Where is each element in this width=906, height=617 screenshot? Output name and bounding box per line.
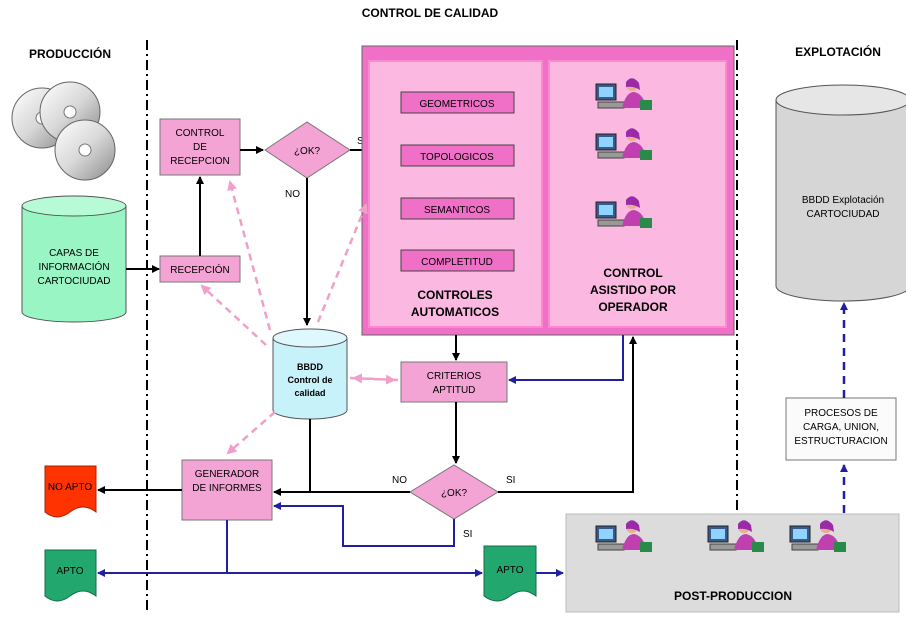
arrow-ok-asistido [498,336,637,493]
ok-decision-bottom: ¿OK? [409,464,499,520]
operator-icon [789,520,846,552]
control-asistido-line-2: ASISTIDO POR [590,283,676,297]
control-recepcion-line-2: DE [193,142,207,153]
criterios-line-1: CRITERIOS [427,371,482,382]
recepcion-label: RECEPCIÓN [170,263,229,276]
completitud-label: COMPLETITUD [421,257,493,268]
completitud-box: COMPLETITUD [400,249,515,272]
no-bottom-label: NO [392,475,407,486]
bbdd-control-calidad-database: BBDD Control de calidad [272,328,348,420]
capas-line-2: INFORMACIÓN [38,260,109,273]
ok-bottom-label: ¿OK? [441,488,468,499]
operator-icon [707,520,764,552]
procesos-line-2: CARGA, UNION, [803,422,879,433]
capas-informacion-database: CAPAS DE INFORMACIÓN CARTOCIUDAD [21,195,127,323]
bbdd-calidad-line-3: calidad [294,388,325,398]
si-bottom-below-label: SI [463,529,472,540]
topologicos-label: TOPOLOGICOS [420,152,494,163]
bbdd-calidad-line-1: BBDD [297,362,323,372]
generador-line-1: GENERADOR [195,469,259,480]
procesos-line-1: PROCESOS DE [804,408,878,419]
generador-line-2: DE INFORMES [192,483,262,494]
no-apto-document: NO APTO [44,465,97,518]
no-apto-label: NO APTO [48,482,92,493]
criterios-aptitud-box: CRITERIOS APTITUD [400,361,508,403]
procesos-line-3: ESTRUCTURACION [794,436,887,447]
control-recepcion-box: CONTROL DE RECEPCION [159,118,241,176]
topologicos-box: TOPOLOGICOS [400,144,515,167]
bbdd-explotacion-line-2: CARTOCIUDAD [807,209,880,220]
ok-decision-top: ¿OK? [264,121,351,179]
control-recepcion-line-1: CONTROL [176,128,225,139]
geometricos-box: GEOMETRICOS [400,91,515,114]
semanticos-box: SEMANTICOS [400,197,515,220]
operator-icon [595,128,652,160]
bbdd-explotacion-database: BBDD Explotación CARTOCIUDAD [775,84,906,302]
operator-icon [595,520,652,552]
arrow-generador-apto-left [97,520,228,577]
control-recepcion-line-3: RECEPCION [170,156,229,167]
bbdd-explotacion-line-1: BBDD Explotación [802,195,884,206]
ok-top-label: ¿OK? [294,146,321,157]
operator-icon [595,196,652,228]
apto-right-label: APTO [496,565,523,576]
generador-informes-box: GENERADOR DE INFORMES [181,459,273,521]
bbdd-calidad-line-2: Control de [288,375,333,385]
geometricos-label: GEOMETRICOS [419,99,494,110]
capas-line-3: CARTOCIUDAD [38,276,111,287]
post-produccion-panel: POST-PRODUCCION [565,513,900,613]
control-asistido-line-3: OPERADOR [598,300,668,314]
controles-automaticos-line-1: CONTROLES [417,288,492,302]
apto-left-label: APTO [56,566,83,577]
cd-discs-icon [11,81,116,181]
header-control-calidad: CONTROL DE CALIDAD [362,6,499,20]
si-bottom-right-label: SI [506,475,515,486]
control-asistido-line-1: CONTROL [603,266,662,280]
apto-right-document: APTO [483,545,537,602]
arrow-ok-si-generador [273,502,455,547]
header-explotacion: EXPLOTACIÓN [795,44,881,59]
criterios-line-2: APTITUD [433,385,476,396]
header-produccion: PRODUCCIÓN [29,46,111,61]
apto-left-document: APTO [44,549,97,602]
procesos-box: PROCESOS DE CARGA, UNION, ESTRUCTURACION [785,397,897,461]
operator-icon [595,78,652,110]
no-top-label: NO [285,189,300,200]
arrow-asistido-criterios [508,335,624,384]
capas-line-1: CAPAS DE [49,248,99,259]
controles-automaticos-line-2: AUTOMATICOS [411,305,499,319]
recepcion-box: RECEPCIÓN [159,255,241,283]
dashed-data-flows [200,180,399,455]
semanticos-label: SEMANTICOS [424,205,490,216]
post-produccion-label: POST-PRODUCCION [674,589,792,603]
